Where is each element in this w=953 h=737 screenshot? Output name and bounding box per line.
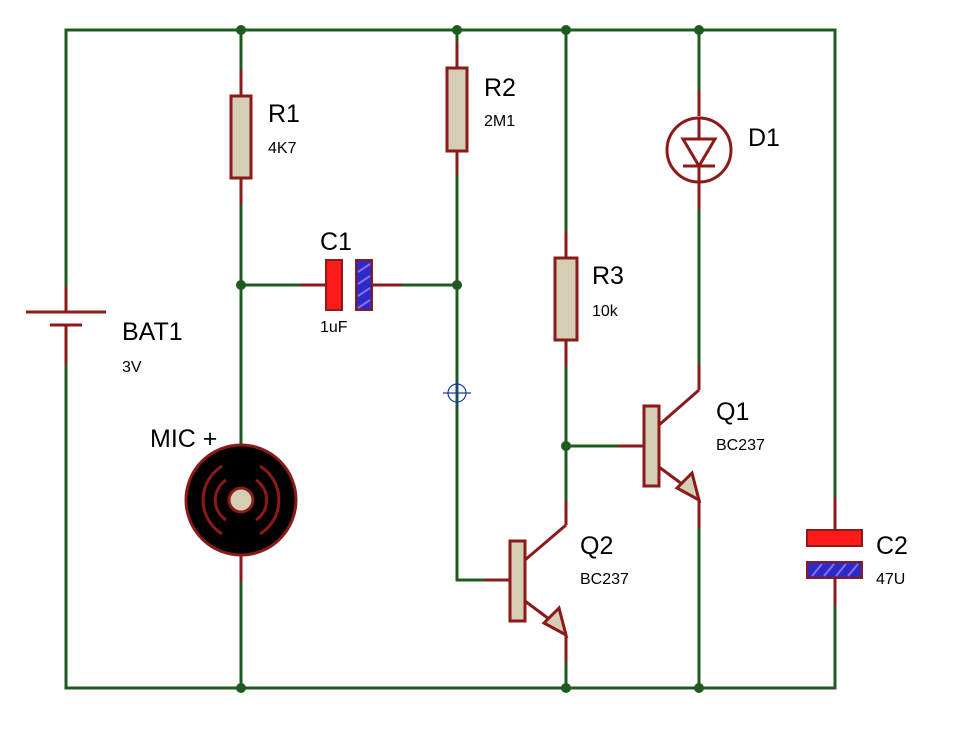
junction-dot: [694, 25, 704, 35]
capacitor-c1[interactable]: [300, 259, 402, 311]
bat1-label: BAT1: [122, 318, 183, 346]
mic-wave-left-inner: [213, 478, 227, 522]
microphone-mic[interactable]: [184, 443, 298, 582]
junction-dot: [236, 683, 246, 693]
junction-dot: [561, 441, 571, 451]
q1-value: BC237: [716, 437, 765, 454]
q2-value: BC237: [580, 571, 629, 588]
battery-bat1[interactable]: [26, 287, 106, 365]
junction-dot: [561, 25, 571, 35]
q2-label: Q2: [580, 532, 613, 560]
r3-value: 10k: [592, 303, 619, 320]
resistor-r2[interactable]: [445, 42, 469, 175]
r1-label: R1: [268, 100, 300, 128]
resistor-r1[interactable]: [229, 70, 253, 205]
r3-label: R3: [592, 262, 624, 290]
r2-label: R2: [484, 74, 516, 102]
resistor-body: [445, 66, 469, 153]
mic-wave-right-inner: [255, 478, 269, 522]
diode-d1[interactable]: [665, 90, 733, 210]
junction-dot: [236, 280, 246, 290]
mic-wave-right-outer: [259, 464, 281, 536]
c1-value: 1uF: [320, 319, 348, 336]
c2-value: 47U: [876, 571, 905, 588]
diode-triangle: [680, 137, 718, 169]
transistor-base-bar: [642, 404, 661, 488]
mic-wave-left-outer: [201, 464, 223, 536]
junction-dot: [236, 25, 246, 35]
junction-dot: [452, 25, 462, 35]
transistor-collector-lead: [524, 523, 567, 562]
capacitor-plate-positive: [325, 259, 343, 311]
transistor-emitter-arrow: [674, 470, 702, 503]
transistor-collector-lead: [658, 388, 700, 427]
mic-label: MIC +: [150, 425, 217, 453]
bat1-value: 3V: [122, 359, 142, 376]
transistor-q1[interactable]: [618, 365, 702, 528]
mic-center: [227, 486, 255, 514]
d1-label: D1: [748, 124, 780, 152]
capacitor-c2[interactable]: [806, 497, 863, 605]
crosshair-cursor-icon: [443, 379, 471, 407]
resistor-r3[interactable]: [553, 232, 579, 366]
transistor-q2[interactable]: [484, 500, 569, 662]
c2-label: C2: [876, 532, 908, 560]
capacitor-hatch: [811, 563, 859, 577]
junctions: [236, 25, 704, 693]
resistor-body: [553, 256, 579, 342]
resistor-body: [229, 94, 253, 180]
transistor-emitter-arrow: [541, 605, 569, 638]
r2-value: 2M1: [484, 113, 515, 130]
transistor-base-bar: [508, 539, 527, 623]
junction-dot: [452, 280, 462, 290]
junction-dot: [694, 683, 704, 693]
r1-value: 4K7: [268, 140, 297, 157]
junction-dot: [561, 683, 571, 693]
c1-label: C1: [320, 228, 352, 256]
capacitor-plate-positive: [806, 529, 863, 547]
q1-label: Q1: [716, 398, 749, 426]
capacitor-hatch: [357, 263, 371, 309]
